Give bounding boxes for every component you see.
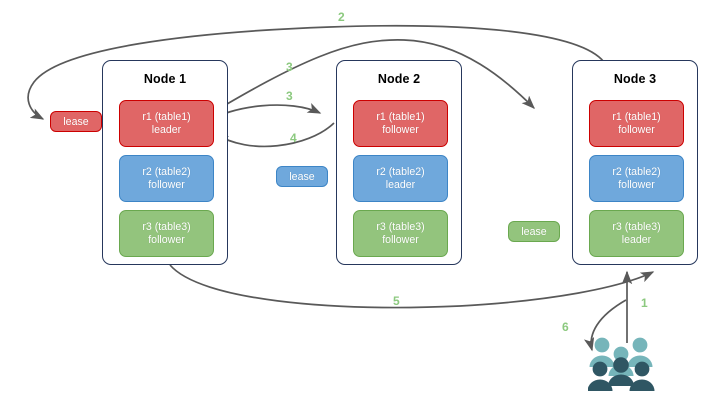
replica-role: leader (151, 123, 182, 136)
node-title: Node 3 (613, 72, 657, 86)
replica-name: r1 (table1) (376, 110, 425, 123)
node-card-node3[interactable]: Node 3 r1 (table1) follower r2 (table2) … (572, 60, 698, 265)
replica-box-r1[interactable]: r1 (table1) follower (589, 100, 684, 147)
edge-5-node1-to-node3 (169, 264, 655, 309)
replica-role: follower (382, 123, 419, 136)
edge-4-node2-to-node1 (214, 122, 335, 148)
node-card-node2[interactable]: Node 2 r1 (table1) follower r2 (table2) … (336, 60, 462, 265)
node-title: Node 1 (143, 72, 187, 86)
step-label-2: 2 (338, 10, 345, 24)
replica-name: r2 (table2) (376, 165, 425, 178)
replica-name: r2 (table2) (142, 165, 191, 178)
step-label-1: 1 (641, 296, 648, 310)
step-label-5: 5 (393, 294, 400, 308)
lease-pill-green[interactable]: lease (508, 221, 560, 242)
lease-pill-blue[interactable]: lease (276, 166, 328, 187)
step-label-3a: 3 (286, 60, 293, 74)
users-group-icon (588, 337, 655, 391)
replica-name: r3 (table3) (376, 220, 425, 233)
step-label-6: 6 (562, 320, 569, 334)
replica-box-r3[interactable]: r3 (table3) follower (119, 210, 214, 257)
replica-role: follower (618, 123, 655, 136)
lease-pill-red[interactable]: lease (50, 111, 102, 132)
replica-name: r1 (table1) (612, 110, 661, 123)
replica-role: follower (618, 178, 655, 191)
replica-name: r2 (table2) (612, 165, 661, 178)
replica-name: r3 (table3) (142, 220, 191, 233)
replica-name: r1 (table1) (142, 110, 191, 123)
replica-role: leader (385, 178, 416, 191)
replica-box-r1[interactable]: r1 (table1) leader (119, 100, 214, 147)
node-card-node1[interactable]: Node 1 r1 (table1) leader r2 (table2) fo… (102, 60, 228, 265)
replica-box-r3[interactable]: r3 (table3) leader (589, 210, 684, 257)
replica-box-r1[interactable]: r1 (table1) follower (353, 100, 448, 147)
replica-name: r3 (table3) (612, 220, 661, 233)
node-title: Node 2 (377, 72, 421, 86)
step-label-4: 4 (290, 131, 297, 145)
replica-box-r3[interactable]: r3 (table3) follower (353, 210, 448, 257)
replica-role: follower (148, 233, 185, 246)
replica-role: follower (148, 178, 185, 191)
step-label-3b: 3 (286, 89, 293, 103)
replica-box-r2[interactable]: r2 (table2) follower (119, 155, 214, 202)
replica-box-r2[interactable]: r2 (table2) leader (353, 155, 448, 202)
replica-role: follower (382, 233, 419, 246)
replica-role: leader (621, 233, 652, 246)
replica-box-r2[interactable]: r2 (table2) follower (589, 155, 684, 202)
